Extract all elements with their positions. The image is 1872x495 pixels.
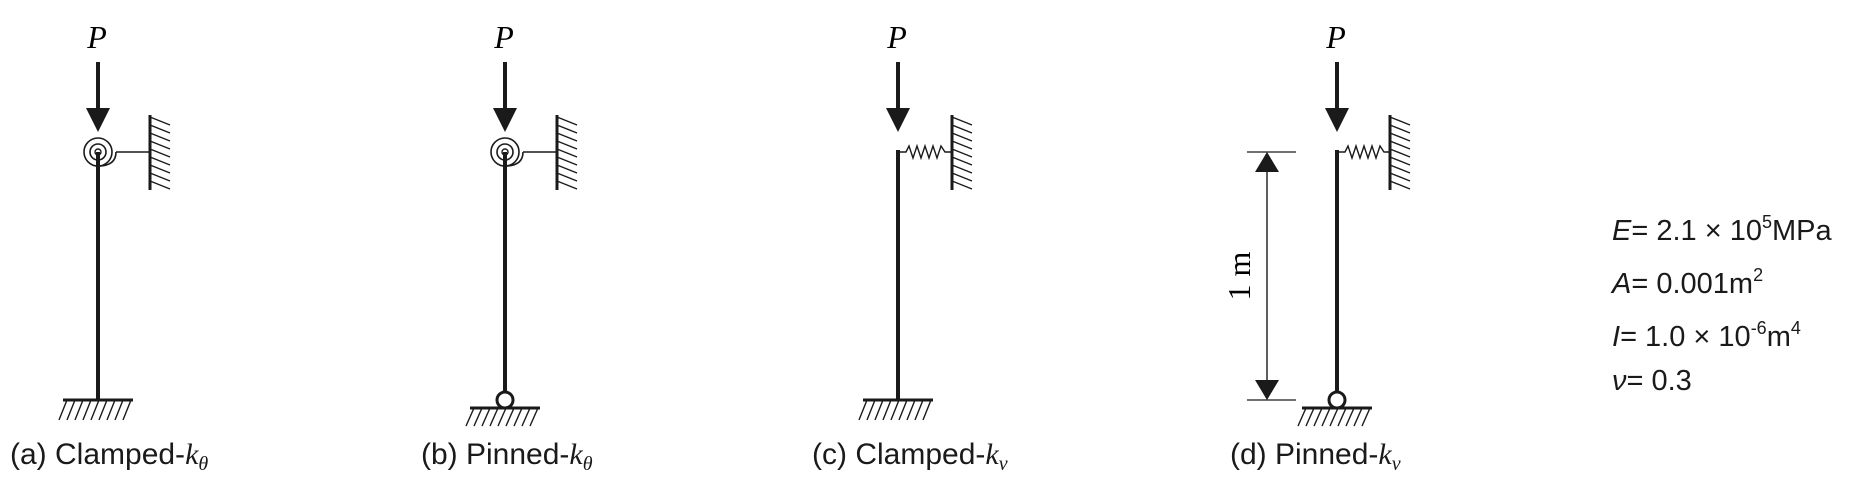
property-i-unit: m [1766,321,1791,353]
wall-support-a [148,115,171,190]
translational-spring-d [1337,143,1390,161]
translational-spring-c [898,143,952,161]
fixed-support-a [58,398,133,421]
property-nu: ν= 0.3 [1612,359,1832,403]
caption-b-symbol: k [569,438,583,471]
property-a-exponent: 2 [1753,265,1764,285]
property-e-exponent: 5 [1761,212,1772,232]
property-e-value: = 2.1 × 10 [1631,215,1762,247]
pinned-support-b [465,390,540,427]
property-e: E= 2.1 × 105MPa [1612,200,1832,253]
property-i-exponent: -6 [1750,318,1767,338]
pinned-support-d [1297,390,1372,427]
caption-a-symbol: k [185,438,199,471]
property-i-value: = 1.0 × 10 [1620,321,1751,353]
caption-d-symbol: k [1378,438,1392,471]
caption-c-subscript: v [998,453,1008,475]
caption-a-subscript: θ [198,453,209,475]
property-a: A= 0.001m2 [1612,253,1832,306]
load-label-d: P [1325,19,1346,55]
panel-c: P [858,19,973,421]
load-arrow-c [886,62,910,132]
wall-support-c [950,115,973,190]
panel-a: P [58,19,171,421]
load-arrow-b [493,62,517,132]
load-arrow-d [1325,62,1349,132]
dimension-arrow-down [1255,380,1279,400]
property-nu-value: = 0.3 [1626,365,1692,397]
wall-support-b [555,115,578,190]
property-i-symbol: I [1612,321,1621,353]
caption-c-prefix: (c) Clamped- [812,438,986,471]
property-i: I= 1.0 × 10-6m4 [1612,306,1832,359]
caption-a: (a) Clamped-kθ [10,438,208,476]
dimension-label: 1 m [1221,251,1257,300]
rotational-spring-b [490,137,557,167]
load-arrow-a [86,62,110,132]
load-label-a: P [86,19,107,55]
property-e-unit: MPa [1771,215,1832,247]
load-label-c: P [886,19,907,55]
caption-b-subscript: θ [582,453,593,475]
caption-b-prefix: (b) Pinned- [421,438,570,471]
fixed-support-c [858,398,933,421]
caption-c-symbol: k [985,438,999,471]
property-e-symbol: E [1612,215,1632,247]
dimension-line: 1 m [1221,151,1296,401]
wall-support-d [1388,115,1411,190]
property-nu-symbol: ν [1612,365,1627,397]
panel-b: P [465,19,578,427]
property-a-symbol: A [1612,268,1632,300]
caption-b: (b) Pinned-kθ [421,438,593,476]
caption-c: (c) Clamped-kv [812,438,1008,476]
load-label-b: P [493,19,514,55]
caption-d: (d) Pinned-kv [1230,438,1401,476]
panel-d: P 1 m [1221,19,1411,427]
caption-a-prefix: (a) Clamped- [10,438,186,471]
caption-d-subscript: v [1391,453,1401,475]
property-a-value: = 0.001m [1631,268,1754,300]
dimension-arrow-up [1255,152,1279,172]
caption-d-prefix: (d) Pinned- [1230,438,1379,471]
rotational-spring-a [83,137,150,167]
material-properties: E= 2.1 × 105MPa A= 0.001m2 I= 1.0 × 10-6… [1612,200,1832,403]
property-i-unit-exponent: 4 [1790,318,1801,338]
